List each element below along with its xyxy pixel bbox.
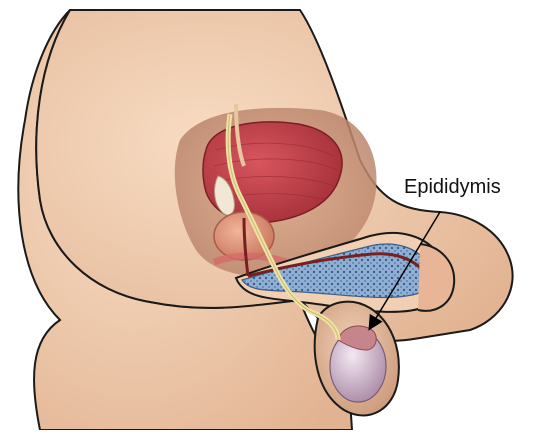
epididymis-label: Epididymis — [404, 176, 501, 199]
